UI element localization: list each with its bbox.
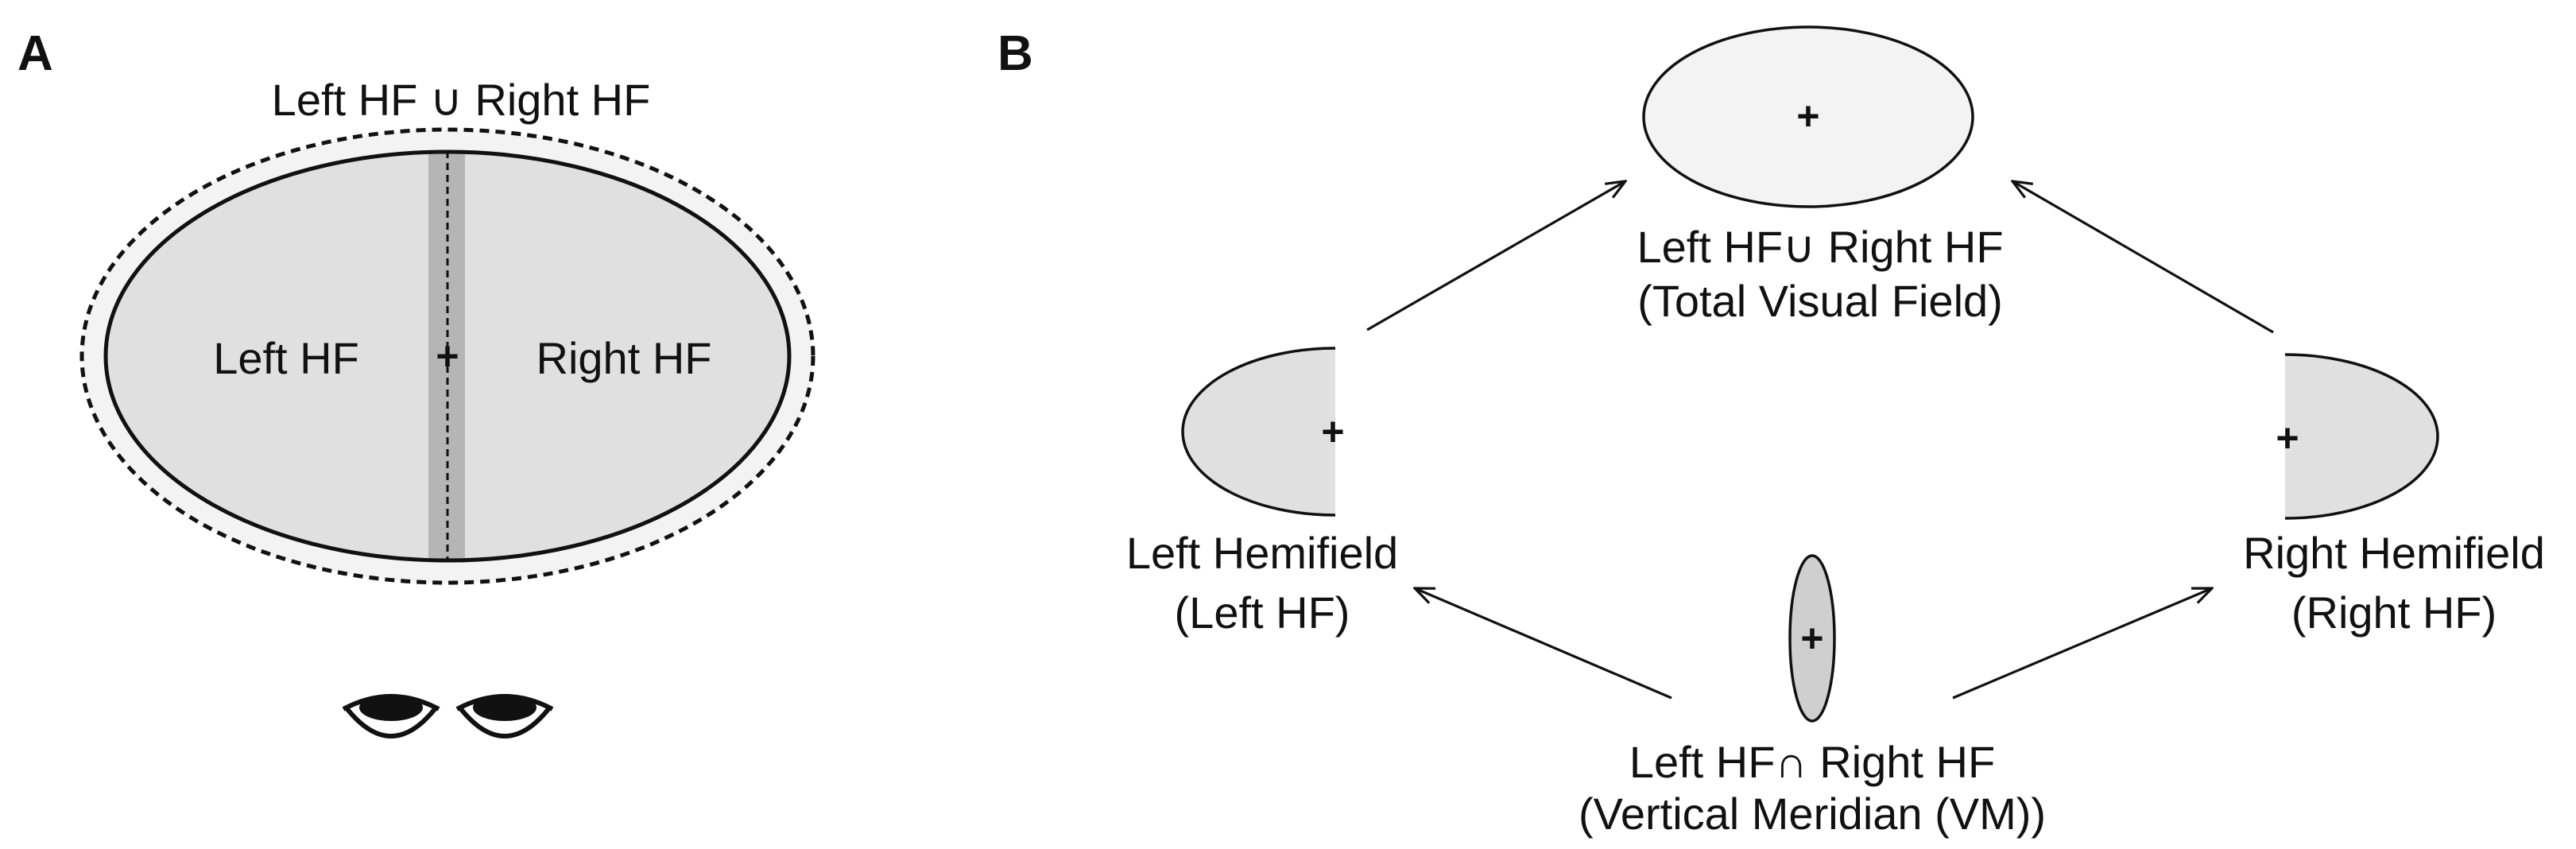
intersection-label-line2: (Vertical Meridian (VM)) bbox=[1579, 789, 2046, 839]
union-node: + Left HF∪ Right HF (Total Visual Field) bbox=[1637, 25, 2004, 326]
arrow-vm-to-right bbox=[1952, 588, 2212, 700]
arrow-left-to-union bbox=[1366, 181, 1625, 331]
union-field-ellipse bbox=[1642, 25, 1974, 208]
right-hemifield-shape bbox=[2285, 355, 2438, 518]
left-hemifield-fixation-cross: + bbox=[1321, 409, 1344, 454]
right-hemifield-label-line2: (Right HF) bbox=[2291, 587, 2497, 638]
arrow-vm-to-left bbox=[1415, 588, 1672, 700]
panel-b-label: B bbox=[997, 26, 1033, 81]
panel-a-right-hf-label: Right HF bbox=[537, 333, 712, 383]
panel-a-fixation-cross: + bbox=[436, 334, 459, 378]
left-hemifield-shape bbox=[1183, 348, 1335, 515]
right-hemifield-label-line1: Right Hemifield bbox=[2243, 528, 2545, 578]
right-hemifield-fixation-cross: + bbox=[2276, 416, 2299, 460]
panel-a: A Left HF ∪ Right HF Left HF Right HF + bbox=[17, 26, 815, 739]
left-hemifield-label-line2: (Left HF) bbox=[1175, 587, 1350, 638]
arrow-right-to-union bbox=[2012, 181, 2274, 334]
intersection-fixation-cross: + bbox=[1800, 616, 1823, 661]
right-hemifield-node: + Right Hemifield (Right HF) bbox=[2243, 353, 2545, 638]
panel-b: B + Left HF∪ Right HF (Total Visual Fiel… bbox=[997, 25, 2545, 839]
intersection-node: + Left HF∩ Right HF (Vertical Meridian (… bbox=[1579, 554, 2046, 839]
union-label-line1: Left HF∪ Right HF bbox=[1637, 222, 2003, 272]
left-hemifield-node: + Left Hemifield (Left HF) bbox=[1126, 347, 1398, 638]
left-hemifield-label-line1: Left Hemifield bbox=[1126, 528, 1398, 578]
union-label-line2: (Total Visual Field) bbox=[1637, 276, 2003, 326]
union-fixation-cross: + bbox=[1796, 94, 1819, 138]
closed-eyes-icon bbox=[342, 694, 554, 739]
vertical-meridian-ellipse bbox=[1788, 554, 1836, 723]
panel-a-label: A bbox=[17, 26, 53, 81]
intersection-label-line1: Left HF∩ Right HF bbox=[1629, 737, 1995, 787]
visual-field-outline bbox=[103, 149, 792, 563]
panel-a-left-hf-label: Left HF bbox=[213, 333, 359, 383]
panel-a-union-title: Left HF ∪ Right HF bbox=[272, 75, 651, 125]
